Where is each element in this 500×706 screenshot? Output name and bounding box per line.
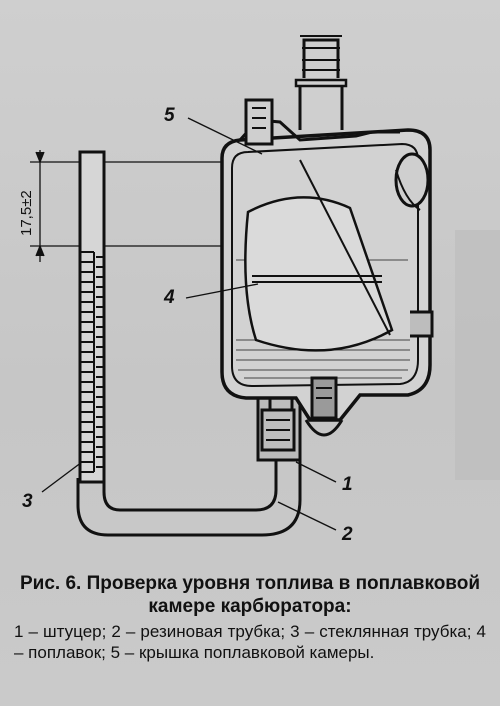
carburetor-float-chamber-diagram: 17,5±2 [18,35,500,545]
callout-3: 3 [22,491,33,512]
float-chamber [220,35,434,437]
callout-5: 5 [164,105,175,126]
caption-title: Рис. 6. Проверка уровня топлива в поплав… [19,573,481,617]
background-bleed-through [455,230,500,480]
glass-tube-scale [80,251,104,473]
figure-caption: Рис. 6. Проверка уровня топлива в поплав… [14,572,486,663]
callout-1: 1 [342,474,353,495]
dimension-label: 17,5±2 [18,190,35,236]
caption-legend: 1 – штуцер; 2 – резиновая трубка; 3 – ст… [14,622,486,662]
callout-4: 4 [163,287,175,308]
glass-tube [78,150,106,484]
callout-2: 2 [341,524,353,545]
float [244,196,394,352]
dimension-annotation [30,150,232,262]
leader-lines [41,117,337,531]
